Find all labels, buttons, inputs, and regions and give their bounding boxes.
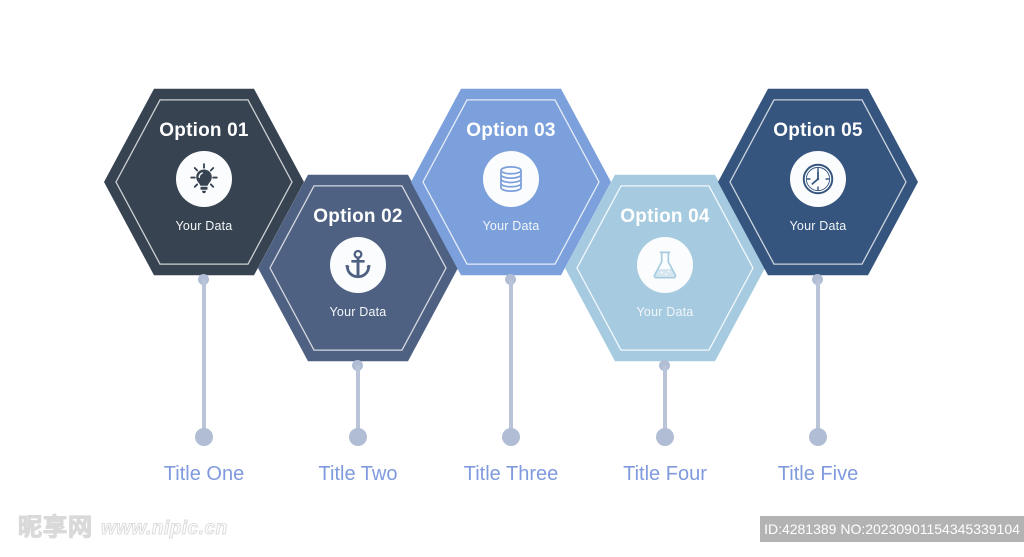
image-id-bar: ID:4281389 NO:20230901154345339104 [760, 516, 1024, 542]
connector-line-3 [502, 274, 520, 446]
step-title-two[interactable]: Title Two [318, 463, 398, 485]
connector-line-4 [656, 360, 674, 446]
connector-dot-bottom [502, 428, 520, 446]
hexagon-inner-outline [422, 99, 600, 265]
watermark-url-text: www.nipic.cn [101, 517, 228, 539]
connector-line-1 [195, 274, 213, 446]
hexagon-inner-outline [576, 185, 754, 351]
connector-stem [663, 365, 667, 435]
site-watermark: 昵享网 www.nipic.cn [18, 514, 228, 541]
step-title-five[interactable]: Title Five [777, 463, 859, 485]
step-title-three[interactable]: Title Three [463, 463, 559, 485]
step-title-one[interactable]: Title One [163, 463, 245, 485]
connector-line-5 [809, 274, 827, 446]
connector-stem [356, 365, 360, 435]
hexagon-inner-outline [115, 99, 293, 265]
connector-stem [202, 279, 206, 435]
hexagon-outer-fill [718, 88, 918, 276]
hexagon-inner-outline [729, 99, 907, 265]
connector-dot-bottom [809, 428, 827, 446]
hexagon-inner-outline [269, 185, 447, 351]
connector-line-2 [349, 360, 367, 446]
connector-stem [816, 279, 820, 435]
connector-stem [509, 279, 513, 435]
hexagon-card-option-05[interactable]: Option 05 [718, 82, 918, 282]
connector-dot-bottom [195, 428, 213, 446]
connector-dot-bottom [656, 428, 674, 446]
hexagon-shape [718, 88, 918, 276]
watermark-logo-text: 昵享网 [18, 514, 93, 541]
step-title-four[interactable]: Title Four [623, 463, 707, 485]
connector-dot-bottom [349, 428, 367, 446]
